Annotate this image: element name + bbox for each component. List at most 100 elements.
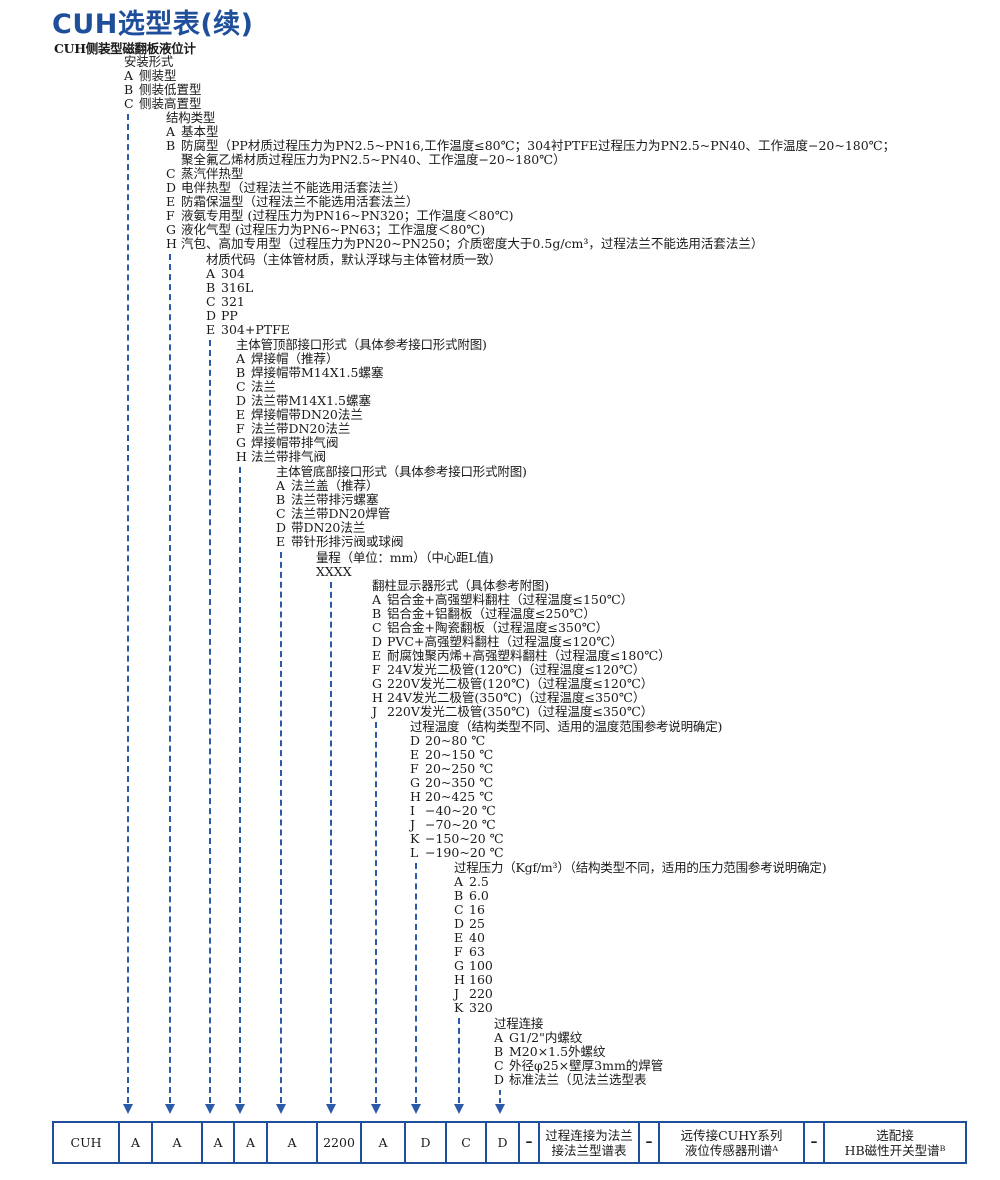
option-text: M20×1.5外螺纹 [509, 1044, 606, 1059]
option-text: XXXX [316, 564, 352, 579]
option-text: 20~150 ℃ [425, 747, 494, 762]
group-title: 安装形式 [124, 54, 174, 69]
option-code: I [410, 803, 415, 818]
option-text: 24V发光二极管(120℃)（过程温度≤120℃） [387, 662, 646, 677]
option-text: PVC+高强塑料翻柱（过程温度≤120℃） [387, 634, 623, 649]
option-item: D PVC+高强塑料翻柱（过程温度≤120℃） [372, 635, 671, 649]
code-cell-flange-note: 过程连接为法兰 接法兰型谱表 [540, 1123, 640, 1162]
option-item: 聚全氟乙烯材质过程压力为PN2.5~PN40、工作温度−20~180℃） [166, 153, 895, 167]
option-item: G 100 [454, 959, 826, 973]
option-code: G [372, 676, 382, 691]
option-text: 防腐型（PP材质过程压力为PN2.5~PN16,工作温度≤80℃；304衬PTF… [181, 138, 896, 153]
option-text: 聚全氟乙烯材质过程压力为PN2.5~PN40、工作温度−20~180℃） [181, 152, 566, 167]
option-text: 基本型 [181, 124, 219, 139]
arrowhead-pressure [454, 1104, 464, 1114]
option-text: 2.5 [469, 874, 489, 889]
option-text: 带针形排污阀或球阀 [291, 534, 404, 549]
option-code: K [454, 1000, 464, 1015]
option-text: 铝合金+高强塑料翻柱（过程温度≤150℃） [387, 592, 634, 607]
option-text: 100 [469, 958, 493, 973]
option-text: 220V发光二极管(350℃)（过程温度≤350℃） [387, 704, 654, 719]
subtitle: CUH侧装型磁翻板液位计 [54, 41, 196, 56]
option-item: H 160 [454, 973, 826, 987]
option-code: B [276, 492, 286, 507]
option-code: E [372, 648, 382, 663]
group-title: 主体管底部接口形式（具体参考接口形式附图) [276, 464, 527, 479]
option-code: K [410, 831, 420, 846]
option-code: H [236, 449, 247, 464]
code-cell-temperature: D [406, 1123, 447, 1162]
option-text: 带DN20法兰 [291, 520, 366, 535]
option-text: 焊接帽（推荐） [251, 351, 339, 366]
option-text: 40 [469, 930, 485, 945]
option-code: E [206, 322, 216, 337]
option-code: D [372, 634, 383, 649]
option-item: H 法兰带排气阀 [236, 450, 487, 464]
option-text: −70~20 ℃ [425, 817, 496, 832]
option-text: 铝合金+陶瓷翻板（过程温度≤350℃） [387, 620, 609, 635]
option-text: 焊接帽带DN20法兰 [251, 407, 363, 422]
option-code: L [410, 845, 419, 860]
option-text: −150~20 ℃ [425, 831, 504, 846]
code-cell-material: A [203, 1123, 235, 1162]
option-text: 160 [469, 972, 493, 987]
option-text: −40~20 ℃ [425, 803, 496, 818]
option-code: D [410, 733, 421, 748]
option-code: F [454, 944, 463, 959]
option-code: B [236, 365, 246, 380]
code-cell-process-connection: D [487, 1123, 520, 1162]
option-text: 25 [469, 916, 485, 931]
group-title: 量程（单位：mm）（中心距L值) [316, 550, 494, 565]
option-text: 316L [221, 280, 254, 295]
option-text: 法兰带DN20法兰 [251, 421, 351, 436]
option-code: F [410, 761, 419, 776]
connector-structure [169, 254, 171, 1103]
option-code: H [454, 972, 465, 987]
option-text: 法兰 [251, 379, 277, 394]
option-code: C [166, 166, 176, 181]
option-code: C [236, 379, 246, 394]
option-code: G [454, 958, 464, 973]
option-text: 耐腐蚀聚丙烯+高强塑料翻柱（过程温度≤180℃） [387, 648, 671, 663]
option-text: 24V发光二极管(350℃)（过程温度≤350℃） [387, 690, 646, 705]
connector-process-connection [499, 1090, 501, 1103]
option-item: C 蒸汽伴热型 [166, 167, 895, 181]
option-text: 20~425 ℃ [425, 789, 494, 804]
arrowhead-top-connection [235, 1104, 245, 1114]
group-title: 过程压力（Kgf/m³）（结构类型不同，适用的压力范围参考说明确定) [454, 860, 827, 875]
code-cell-bottom-connection: A [268, 1123, 318, 1162]
option-text: 20~350 ℃ [425, 775, 494, 790]
option-code: B [124, 82, 134, 97]
code-cell-range: 2200 [318, 1123, 362, 1162]
option-text: 蒸汽伴热型 [181, 166, 244, 181]
option-text: 法兰带排气阀 [251, 449, 327, 464]
option-item: K −150~20 ℃ [410, 832, 722, 846]
arrowhead-process-connection [495, 1104, 505, 1114]
option-code: A [236, 351, 246, 366]
